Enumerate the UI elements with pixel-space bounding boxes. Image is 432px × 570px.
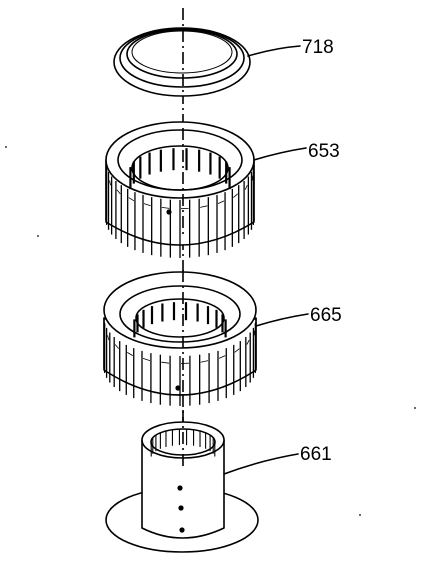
detail-line	[161, 361, 170, 364]
detail-line	[217, 200, 225, 204]
scan-specks	[5, 146, 416, 516]
detail-line	[143, 203, 151, 207]
callout-653: 653	[253, 141, 340, 162]
part-661-sleeve	[105, 410, 259, 553]
callout-661: 661	[223, 444, 332, 475]
detail-line	[128, 197, 135, 202]
label-653: 653	[308, 141, 340, 162]
detail-line	[107, 335, 110, 341]
part-653-clutch	[105, 121, 255, 258]
label-718: 718	[302, 37, 334, 58]
detail-line	[200, 360, 209, 363]
label-665: 665	[310, 305, 342, 326]
detail-line	[116, 189, 121, 195]
detail-line	[200, 205, 208, 208]
detail-line	[218, 355, 226, 359]
detail-line	[244, 185, 248, 190]
detail-line	[234, 348, 240, 353]
detail-line	[127, 352, 133, 356]
detail-line	[142, 358, 151, 361]
detail-line	[233, 193, 238, 198]
detail-line	[109, 180, 112, 186]
callout-718: 718	[247, 37, 334, 58]
part-665-race	[103, 270, 257, 406]
part-718-ring	[113, 27, 251, 97]
detail-line	[246, 339, 250, 345]
label-661: 661	[300, 444, 332, 465]
detail-line	[114, 344, 120, 349]
callout-665: 665	[255, 305, 342, 327]
detail-line	[161, 207, 170, 209]
